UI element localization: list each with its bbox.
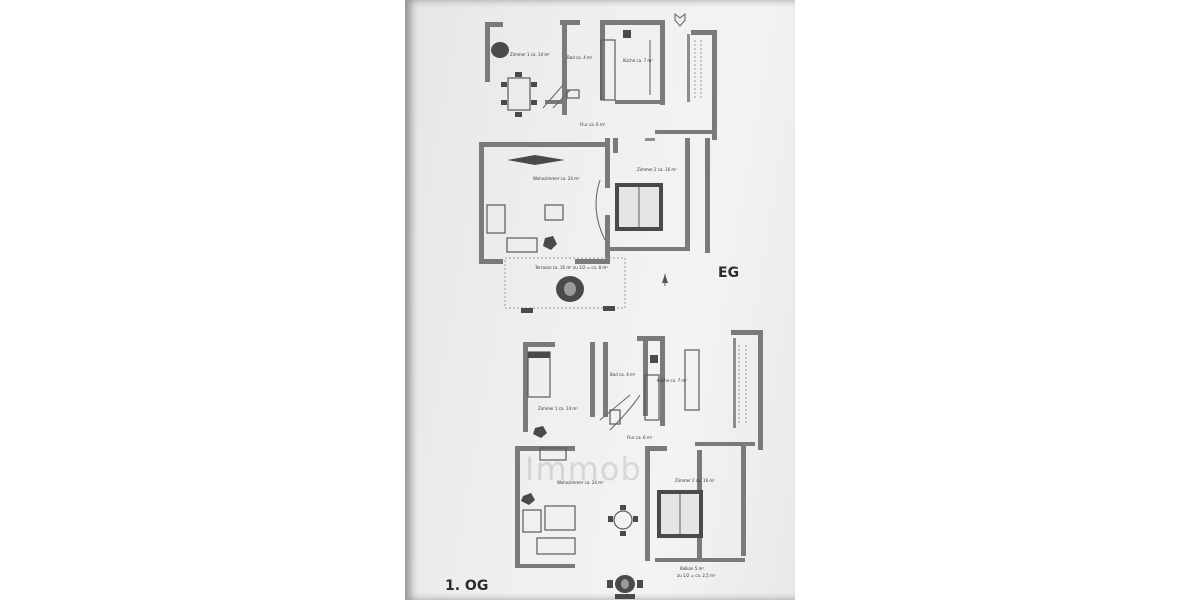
og-kueche-label: Küche ca. 7 m²	[657, 378, 687, 383]
og-flur-label: Flur ca. 6 m²	[627, 435, 653, 440]
og-zimmer1-label: Zimmer 1 ca. 14 m²	[538, 406, 578, 411]
eg-flur-label: Flur ca. 6 m²	[580, 122, 606, 127]
eg-bad-label: Bad ca. 4 m²	[567, 55, 593, 60]
eg-floor-label: EG	[718, 265, 740, 281]
eg-wohnzimmer-label: Wohnzimmer ca. 24 m²	[533, 176, 580, 181]
floor-plan-sheet: Zimmer 1 ca. 14 m² Bad ca. 4 m² Küche ca…	[405, 0, 795, 600]
eg-zimmer1-label: Zimmer 1 ca. 14 m²	[510, 52, 550, 57]
eg-terrasse-label: Terrasse ca. 16 m² zu 1/2 = ca. 8 m²	[535, 265, 608, 270]
watermark-text: Immob	[525, 450, 642, 488]
floor-plan-drawing	[479, 12, 763, 599]
eg-kueche-label: Küche ca. 7 m²	[623, 58, 653, 63]
og-bad-label: Bad ca. 4 m²	[610, 372, 636, 377]
eg-zimmer2-label: Zimmer 2 ca. 16 m²	[637, 167, 677, 172]
og-balkon-label: Balkon 5 m²	[680, 566, 705, 571]
eg-plan	[479, 12, 717, 313]
og-wohnzimmer-label: Wohnzimmer ca. 24 m²	[557, 480, 604, 485]
og-zimmer2-label: Zimmer 2 ca. 16 m²	[675, 478, 715, 483]
og-plan	[515, 330, 763, 599]
og-balkon-note: zu 1/2 = ca. 2,5 m²	[677, 573, 716, 578]
og-floor-label: 1. OG	[445, 578, 489, 594]
